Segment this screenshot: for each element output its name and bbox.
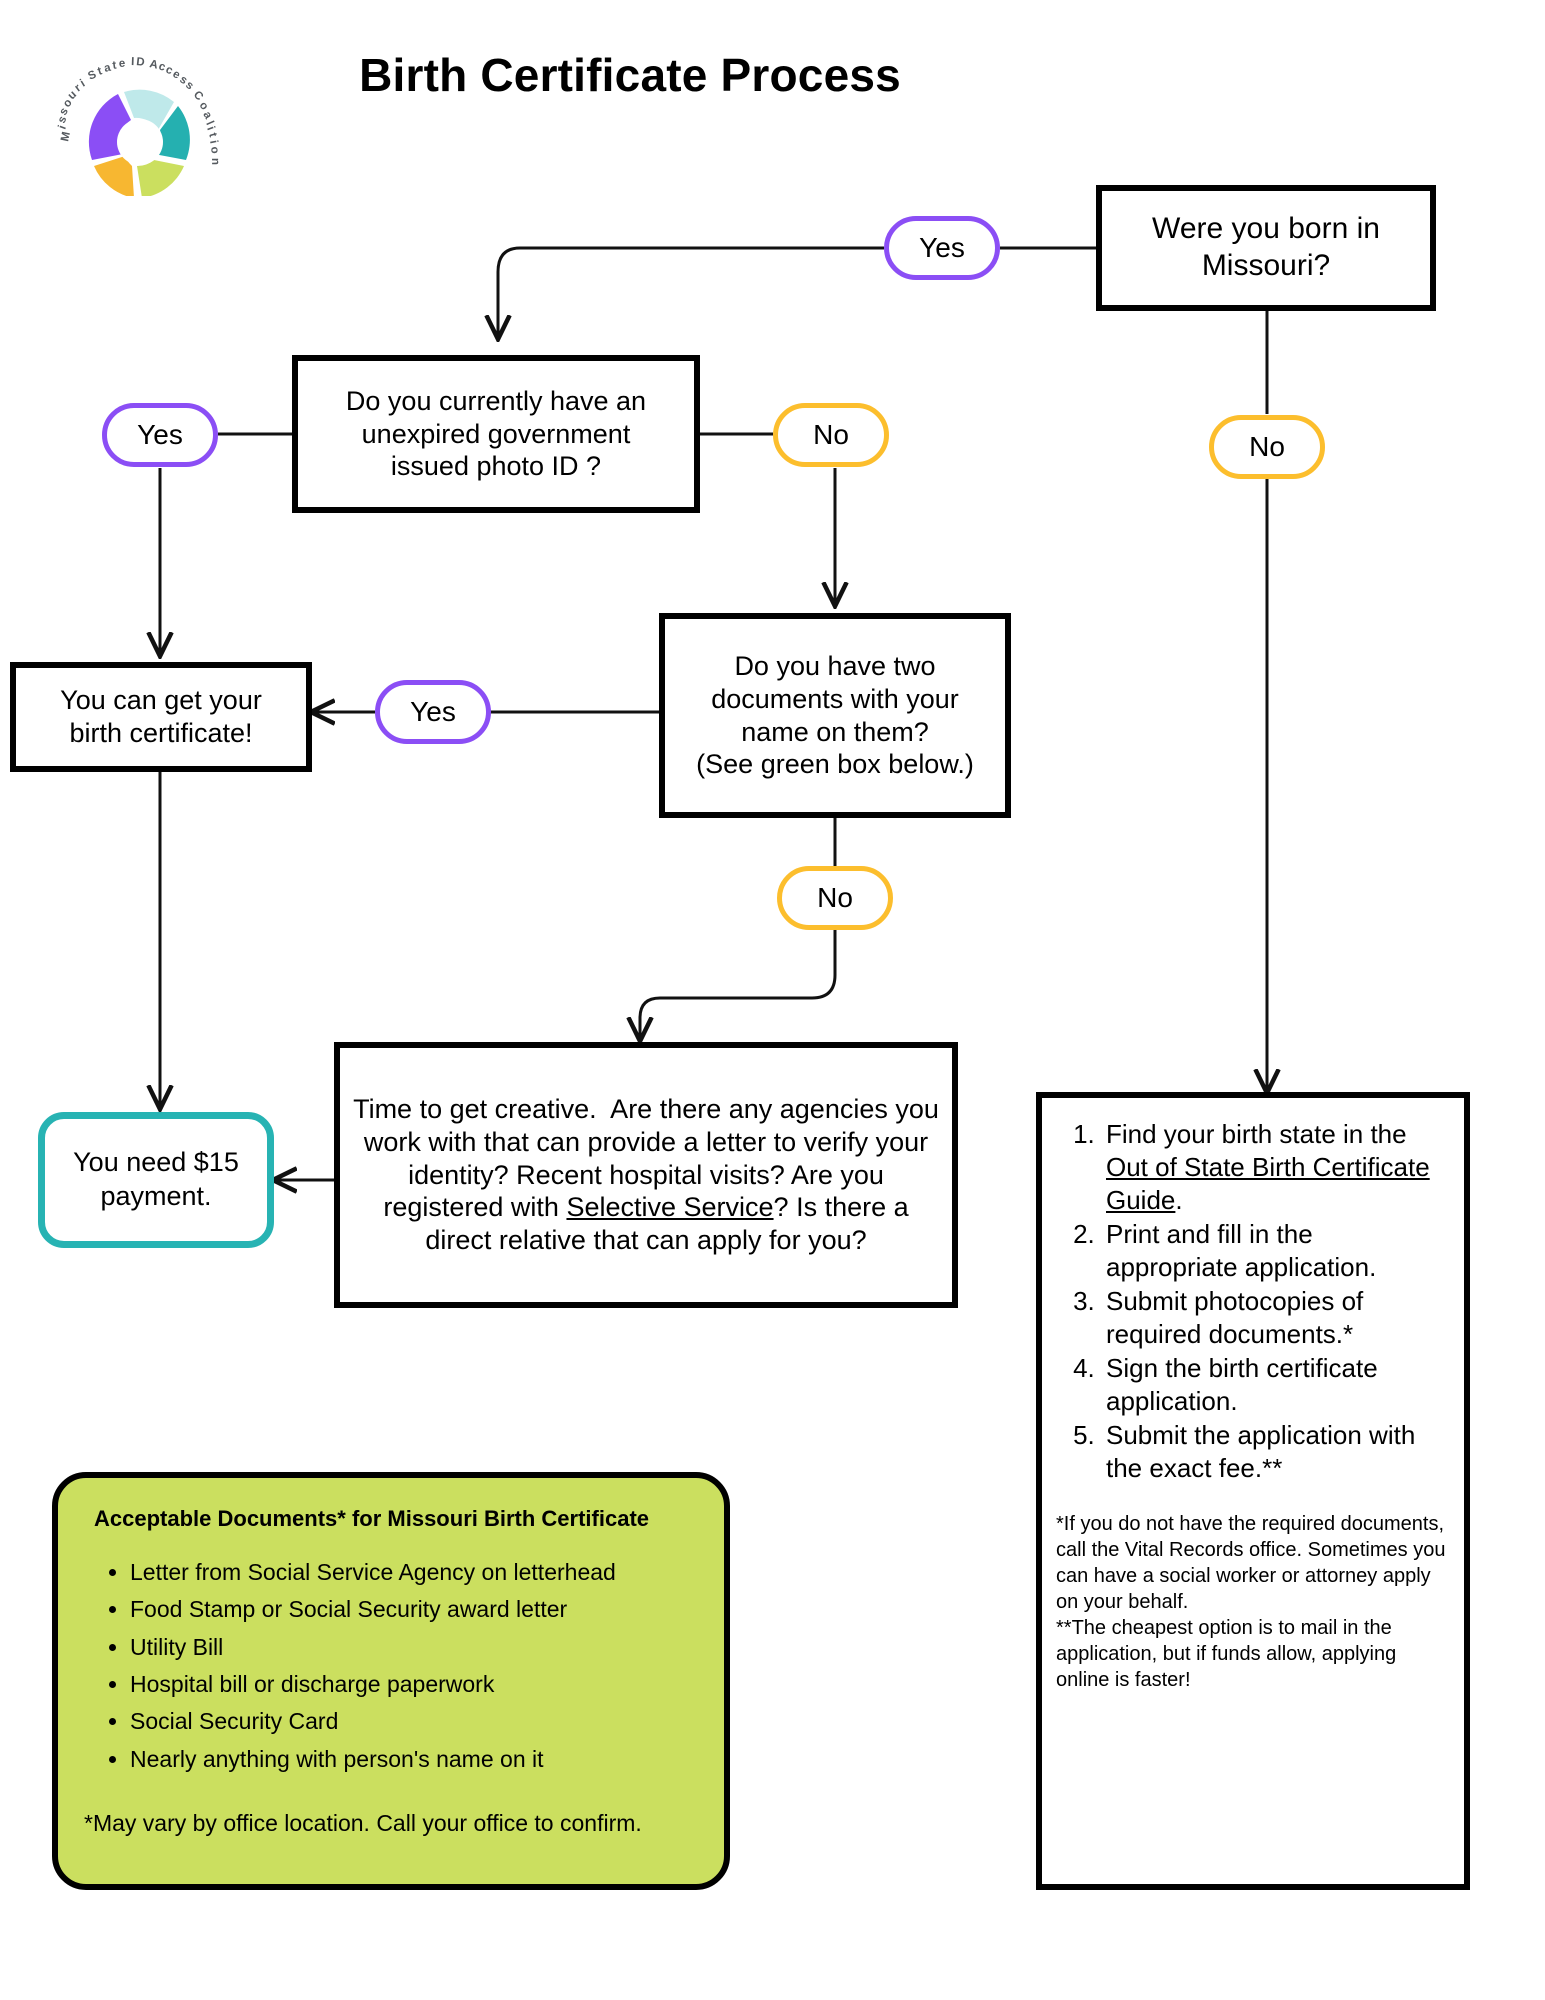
list-item: Social Security Card bbox=[130, 1705, 698, 1738]
svg-text:a: a bbox=[103, 62, 113, 75]
step-1-pre: Find your birth state in the bbox=[1106, 1119, 1407, 1149]
acceptable-documents-panel: Acceptable Documents* for Missouri Birth… bbox=[52, 1472, 730, 1890]
footnote-one: *If you do not have the required documen… bbox=[1056, 1513, 1446, 1614]
edge-label-no-two-docs-text: No bbox=[817, 882, 853, 913]
acceptable-documents-footer: *May vary by office location. Call your … bbox=[84, 1810, 642, 1837]
list-item: Print and fill in the appropriate applic… bbox=[1102, 1218, 1450, 1284]
svg-text:i: i bbox=[57, 124, 69, 131]
list-item: Food Stamp or Social Security award lett… bbox=[130, 1593, 698, 1626]
svg-text:s: s bbox=[57, 106, 71, 118]
svg-text:t: t bbox=[112, 60, 118, 72]
step-1-post: . bbox=[1175, 1185, 1183, 1216]
step-2-text: Print and fill in the appropriate applic… bbox=[1106, 1219, 1377, 1283]
step-4-text: Sign the birth certificate application. bbox=[1106, 1353, 1378, 1417]
list-item: Sign the birth certificate application. bbox=[1102, 1352, 1450, 1418]
svg-text:c: c bbox=[164, 64, 175, 78]
svg-text:i: i bbox=[204, 125, 216, 132]
acceptable-documents-list: Letter from Social Service Agency on let… bbox=[106, 1556, 698, 1776]
edge-label-no-photo-id[interactable]: No bbox=[773, 403, 889, 467]
edge-label-no-missouri[interactable]: No bbox=[1209, 415, 1325, 479]
svg-text:e: e bbox=[171, 68, 182, 82]
steps-footnotes: *If you do not have the required documen… bbox=[1056, 1511, 1450, 1693]
svg-text:l: l bbox=[203, 119, 215, 127]
footnote-two: **The cheapest option is to mail in the … bbox=[1056, 1617, 1397, 1692]
page-title: Birth Certificate Process bbox=[359, 49, 901, 101]
list-item: Hospital bill or discharge paperwork bbox=[130, 1668, 698, 1701]
svg-text:t: t bbox=[206, 132, 219, 139]
coalition-logo: M i s s o u r i S t a t e I D A c c e s bbox=[48, 46, 228, 196]
svg-text:D: D bbox=[136, 56, 146, 69]
svg-text:A: A bbox=[148, 58, 159, 71]
node-get-creative-label: Time to get creative. Are there any agen… bbox=[353, 1093, 939, 1256]
edge-label-no-photo-id-text: No bbox=[813, 419, 849, 450]
svg-text:n: n bbox=[209, 158, 221, 165]
edge-label-no-two-docs[interactable]: No bbox=[777, 866, 893, 930]
svg-text:s: s bbox=[56, 114, 70, 125]
svg-text:e: e bbox=[119, 58, 126, 70]
edge-label-no-missouri-text: No bbox=[1249, 431, 1285, 462]
svg-text:M: M bbox=[59, 131, 73, 143]
edge-label-yes-two-docs-text: Yes bbox=[410, 696, 456, 727]
svg-text:t: t bbox=[96, 65, 104, 78]
edge-label-yes-missouri-text: Yes bbox=[919, 232, 965, 263]
list-item: Find your birth state in the Out of Stat… bbox=[1102, 1118, 1450, 1217]
out-of-state-steps-panel: Find your birth state in the Out of Stat… bbox=[1036, 1092, 1470, 1890]
steps-list: Find your birth state in the Out of Stat… bbox=[1056, 1118, 1450, 1485]
node-get-creative[interactable]: Time to get creative. Are there any agen… bbox=[334, 1042, 958, 1308]
step-3-text: Submit photocopies of required documents… bbox=[1106, 1286, 1364, 1350]
svg-text:I: I bbox=[131, 56, 135, 68]
list-item: Nearly anything with person's name on it bbox=[130, 1743, 698, 1776]
step-5-text: Submit the application with the exact fe… bbox=[1106, 1420, 1416, 1484]
edge-label-yes-photo-id-text: Yes bbox=[137, 419, 183, 450]
svg-text:r: r bbox=[73, 82, 84, 95]
svg-text:o: o bbox=[208, 146, 221, 154]
list-item: Submit the application with the exact fe… bbox=[1102, 1419, 1450, 1485]
selective-service-link[interactable]: Selective Service bbox=[566, 1192, 774, 1223]
list-item: Letter from Social Service Agency on let… bbox=[130, 1556, 698, 1589]
svg-text:c: c bbox=[157, 60, 167, 74]
svg-text:i: i bbox=[207, 139, 219, 144]
list-item: Submit photocopies of required documents… bbox=[1102, 1285, 1450, 1351]
svg-text:i: i bbox=[78, 78, 87, 90]
list-item: Utility Bill bbox=[130, 1631, 698, 1664]
edge-label-yes-missouri[interactable]: Yes bbox=[884, 216, 1000, 280]
edge-label-yes-photo-id[interactable]: Yes bbox=[102, 403, 218, 467]
edge-label-yes-two-docs[interactable]: Yes bbox=[375, 680, 491, 744]
out-of-state-guide-link[interactable]: Out of State Birth Certificate Guide bbox=[1106, 1152, 1430, 1216]
acceptable-documents-title: Acceptable Documents* for Missouri Birth… bbox=[94, 1506, 650, 1531]
